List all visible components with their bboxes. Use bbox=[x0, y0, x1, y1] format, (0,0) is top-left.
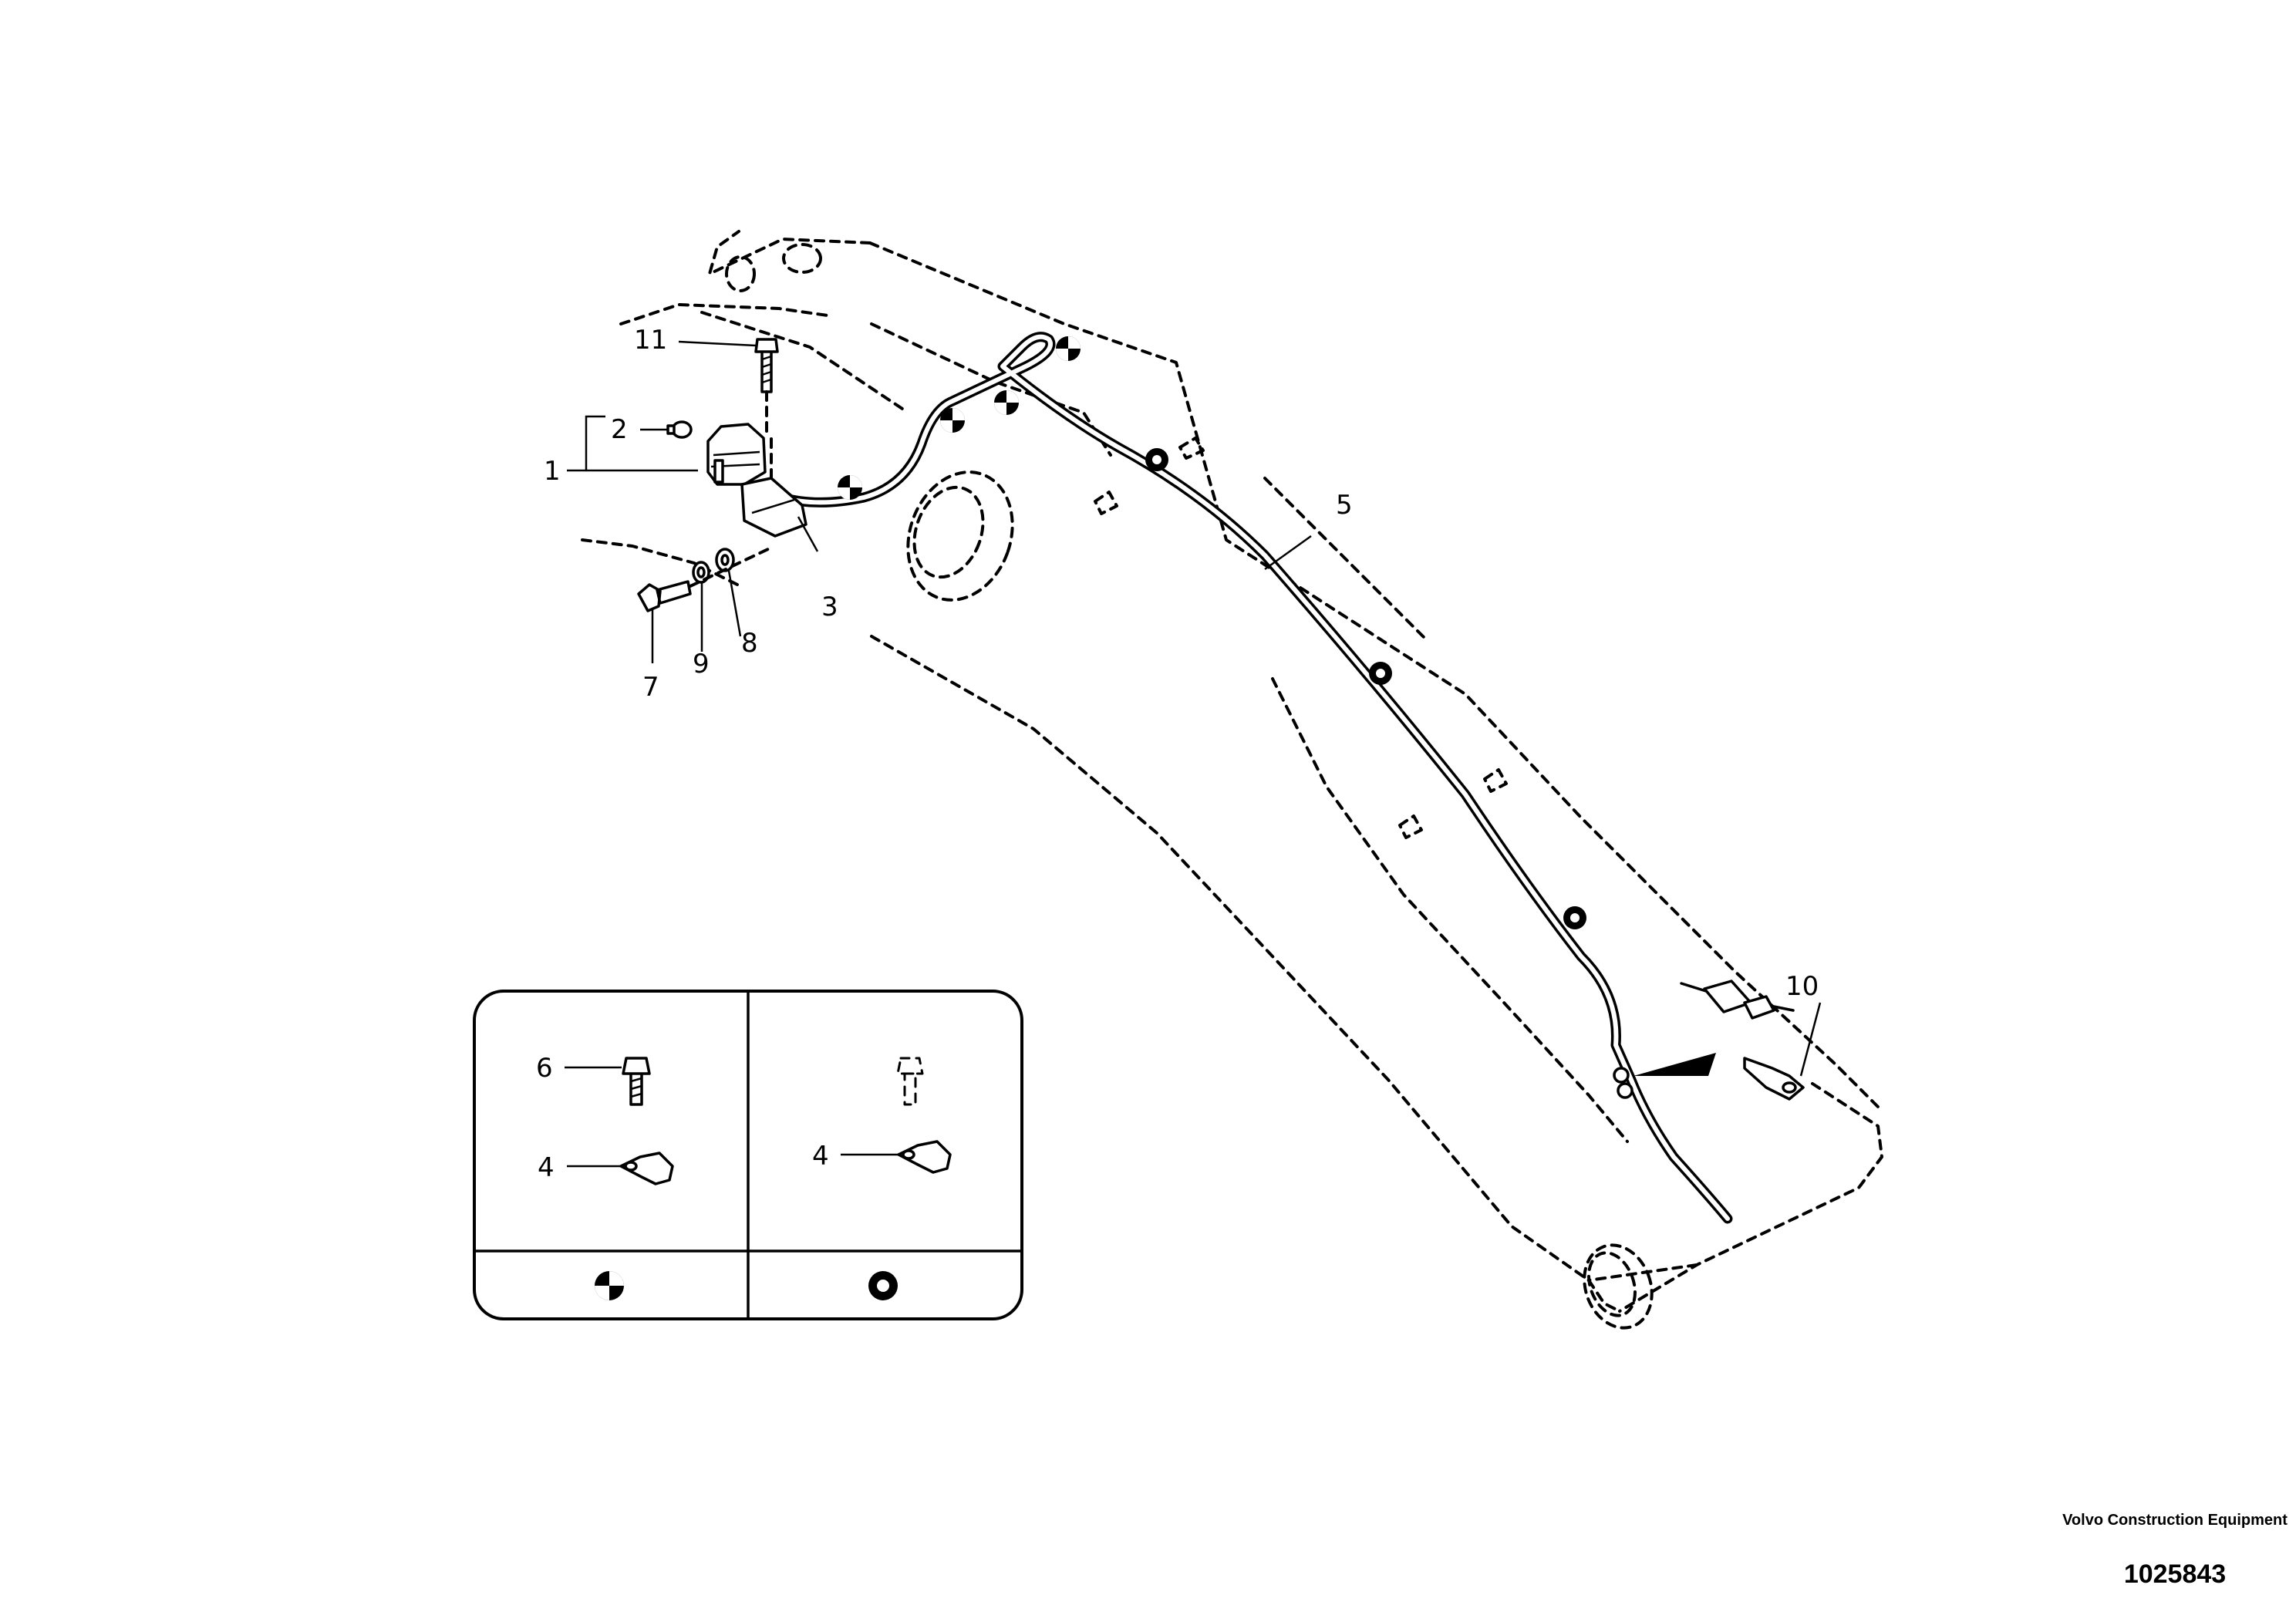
manufacturer-label: Volvo Construction Equipment bbox=[2062, 1512, 2288, 1529]
work-lamp-assembly bbox=[637, 338, 807, 612]
bolt-7 bbox=[637, 580, 692, 612]
callout-4a: 4 bbox=[538, 1152, 555, 1183]
callout-7: 7 bbox=[642, 672, 659, 703]
callout-11: 11 bbox=[634, 325, 667, 356]
clip-markers bbox=[838, 336, 1586, 929]
clip-4-right bbox=[897, 1140, 952, 1174]
callout-2: 2 bbox=[611, 414, 628, 445]
lamp-bracket bbox=[740, 477, 807, 538]
callout-4b: 4 bbox=[812, 1141, 829, 1172]
quartered-circle-icon bbox=[1056, 336, 1081, 361]
clip-4-left bbox=[619, 1152, 674, 1185]
connector-assembly bbox=[1613, 980, 1805, 1101]
callout-1: 1 bbox=[544, 456, 561, 487]
connector bbox=[1703, 980, 1752, 1013]
callout-6: 6 bbox=[536, 1053, 553, 1084]
callout-8: 8 bbox=[741, 628, 758, 659]
legend-table: 6 4 4 bbox=[473, 990, 1023, 1320]
clip-10 bbox=[1743, 1057, 1805, 1101]
quartered-circle-icon bbox=[595, 1271, 624, 1300]
ring-icon bbox=[868, 1271, 898, 1300]
ring-icon bbox=[1563, 906, 1586, 929]
ring-icon bbox=[1369, 662, 1392, 685]
bolt-dashed bbox=[896, 1057, 924, 1106]
callout-leaders bbox=[567, 340, 1822, 1077]
callout-5: 5 bbox=[1336, 490, 1353, 521]
bolt-6 bbox=[622, 1057, 651, 1106]
boom-outline bbox=[581, 230, 1883, 1330]
quartered-circle-icon bbox=[994, 390, 1019, 415]
callout-10: 10 bbox=[1785, 971, 1819, 1002]
quartered-circle-icon bbox=[940, 408, 965, 433]
quartered-circle-icon bbox=[838, 475, 862, 500]
drawing-number: 1025843 bbox=[2123, 1560, 2227, 1589]
callout-3: 3 bbox=[821, 592, 838, 622]
ring-icon bbox=[1145, 448, 1168, 471]
cable-harness bbox=[766, 332, 1733, 1224]
callout-9: 9 bbox=[693, 649, 710, 679]
